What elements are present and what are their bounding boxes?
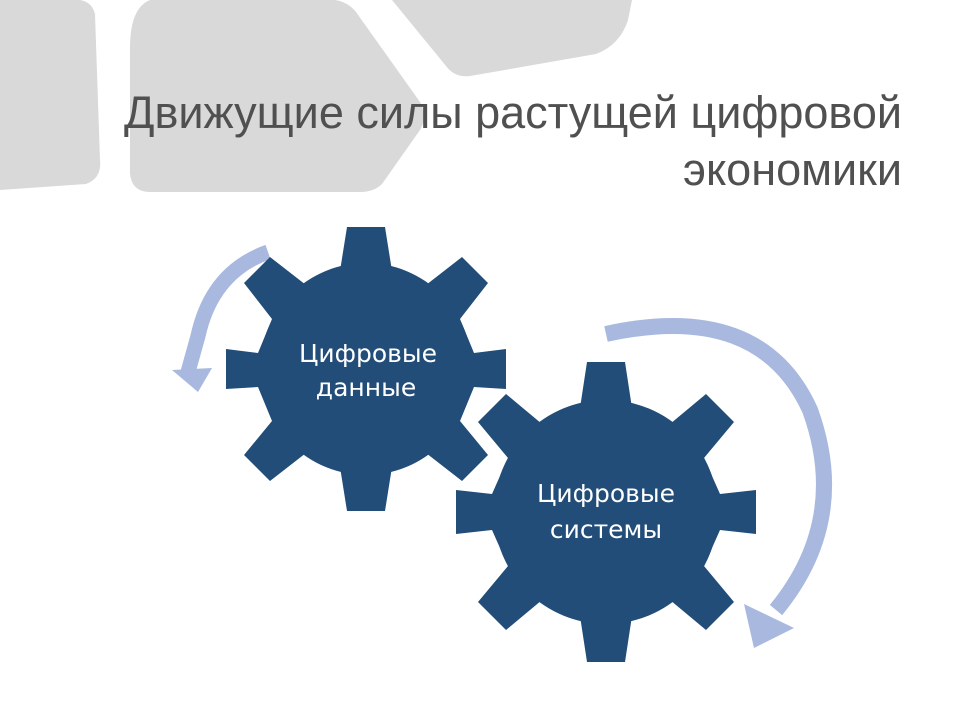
slide-title-line-1: Движущие силы растущей цифровой [124, 87, 902, 138]
background-shape-right [392, 0, 632, 77]
rotation-arrow-right [604, 317, 832, 648]
gear-body [494, 400, 718, 624]
slide-title-line-2: экономики [683, 144, 902, 195]
gear-label-systems-line-2: системы [550, 515, 662, 544]
gear-digital-systems: Цифровые системы [456, 362, 756, 662]
background-shapes [0, 0, 632, 192]
slide-title: Движущие силы растущей цифровой экономик… [82, 84, 902, 198]
gear-label-systems-line-1: Цифровые [537, 479, 675, 508]
background-shape-left [0, 0, 101, 190]
gear-body [260, 263, 472, 475]
rotation-arrow-left [172, 244, 271, 392]
background-shape-middle [130, 0, 424, 192]
gear-digital-data: Цифровые данные [226, 227, 506, 511]
gear-label-data-line-2: данные [316, 373, 416, 402]
gear-label-data-line-1: Цифровые [299, 339, 437, 368]
